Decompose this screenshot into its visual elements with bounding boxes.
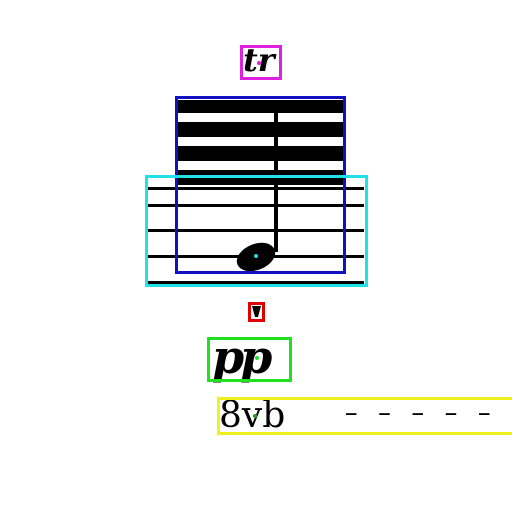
accent-bounding-box [248,302,265,322]
staff-line [148,204,364,207]
beam [178,122,344,137]
octave-bounding-box [217,397,512,435]
dynamic-pianissimo-icon: pp [212,334,272,380]
staff-line [148,229,364,232]
octave-bassa-line-icon: 8vb – – – – – [219,398,497,434]
dynamic-center-dot [255,356,259,360]
trill-center-dot [257,61,261,65]
beam [178,146,344,161]
staff-line [148,281,364,284]
staff-line [148,187,364,190]
octave-dashes: – – – – – [344,398,497,428]
trill-ornament-icon: tr [243,44,275,76]
dynamic-bounding-box [207,337,292,382]
staccatissimo-mark-icon [252,306,261,317]
octave-center-dot [253,414,257,418]
octave-text: 8vb [219,395,286,436]
beam-bounding-box [175,96,346,274]
notehead-center-dot [254,254,258,258]
beam-group [178,100,344,185]
trill-bounding-box [240,45,282,80]
staff-bounding-box [145,175,368,287]
dynamic-text: pp [212,330,272,384]
beam [178,100,344,113]
trill-text: tr [243,41,275,79]
